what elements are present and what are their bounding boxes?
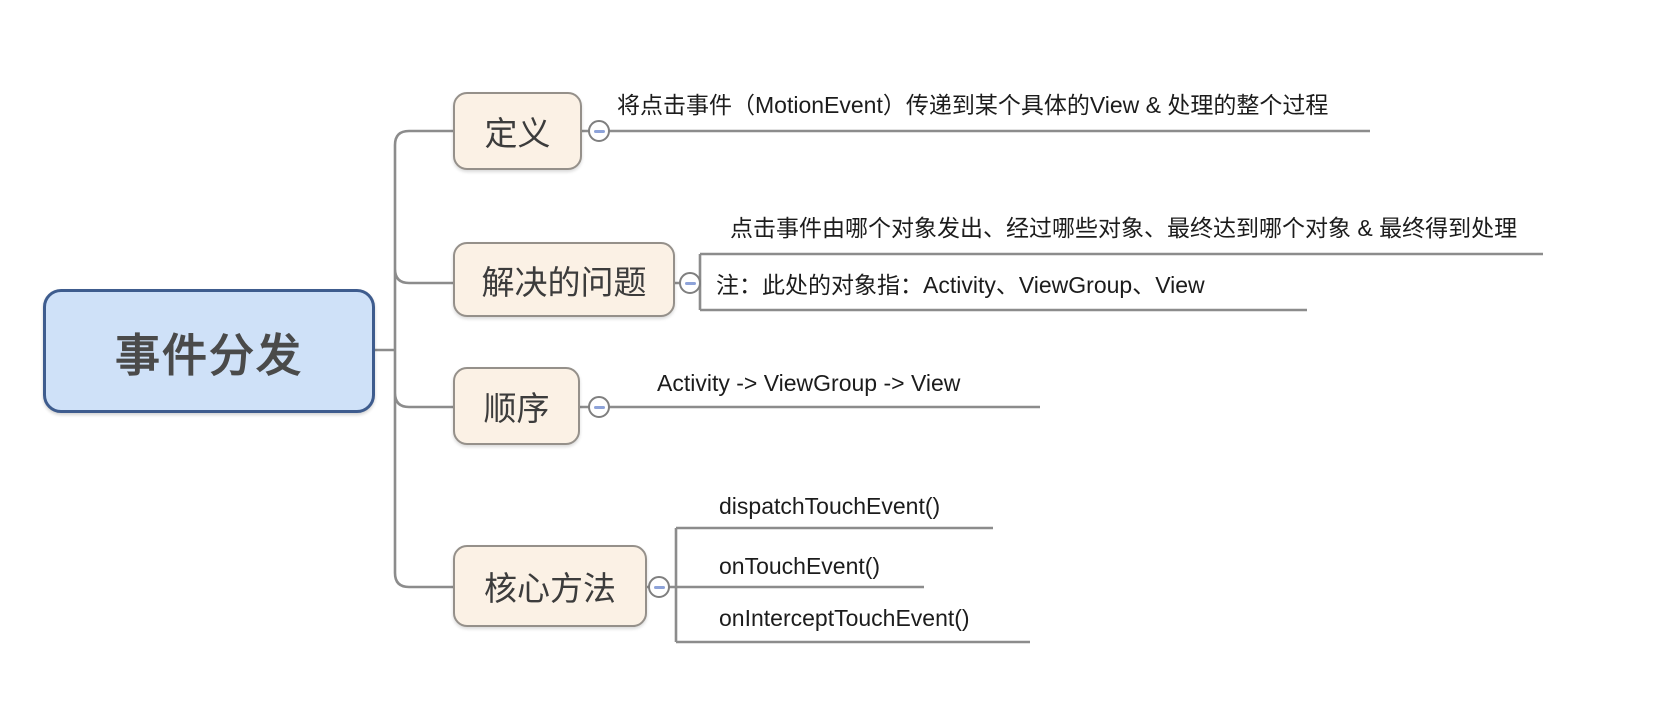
collapse-toggle-definition[interactable]	[588, 120, 610, 142]
subtopic-onintercepttouchevent[interactable]: onInterceptTouchEvent()	[719, 605, 970, 631]
collapse-toggle-order[interactable]	[588, 396, 610, 418]
branch-topic-problem-solved[interactable]: 解决的问题	[453, 242, 675, 317]
minus-icon	[593, 405, 605, 409]
minus-icon	[653, 585, 665, 589]
branch-topic-core-methods[interactable]: 核心方法	[453, 545, 647, 627]
subtopic-problem-text[interactable]: 点击事件由哪个对象发出、经过哪些对象、最终达到哪个对象 & 最终得到处理	[730, 215, 1518, 241]
collapse-toggle-problem[interactable]	[679, 272, 701, 294]
trunk-connector	[375, 129, 453, 589]
subtopic-problem-note[interactable]: 注：此处的对象指：Activity、ViewGroup、View	[716, 272, 1205, 298]
subtopic-ontouchevent[interactable]: onTouchEvent()	[719, 553, 881, 579]
minus-icon	[593, 129, 605, 133]
branch-topic-order[interactable]: 顺序	[453, 367, 580, 445]
collapse-toggle-methods[interactable]	[648, 576, 670, 598]
subtopic-definition-text[interactable]: 将点击事件（MotionEvent）传递到某个具体的View & 处理的整个过程	[617, 92, 1329, 118]
branch-topic-definition[interactable]: 定义	[453, 92, 582, 170]
minus-icon	[684, 281, 696, 285]
connector-methods-lines	[647, 526, 1030, 644]
root-topic[interactable]: 事件分发	[43, 289, 375, 413]
subtopic-dispatchtouchevent[interactable]: dispatchTouchEvent()	[719, 493, 941, 519]
subtopic-order-sequence[interactable]: Activity -> ViewGroup -> View	[657, 370, 961, 396]
